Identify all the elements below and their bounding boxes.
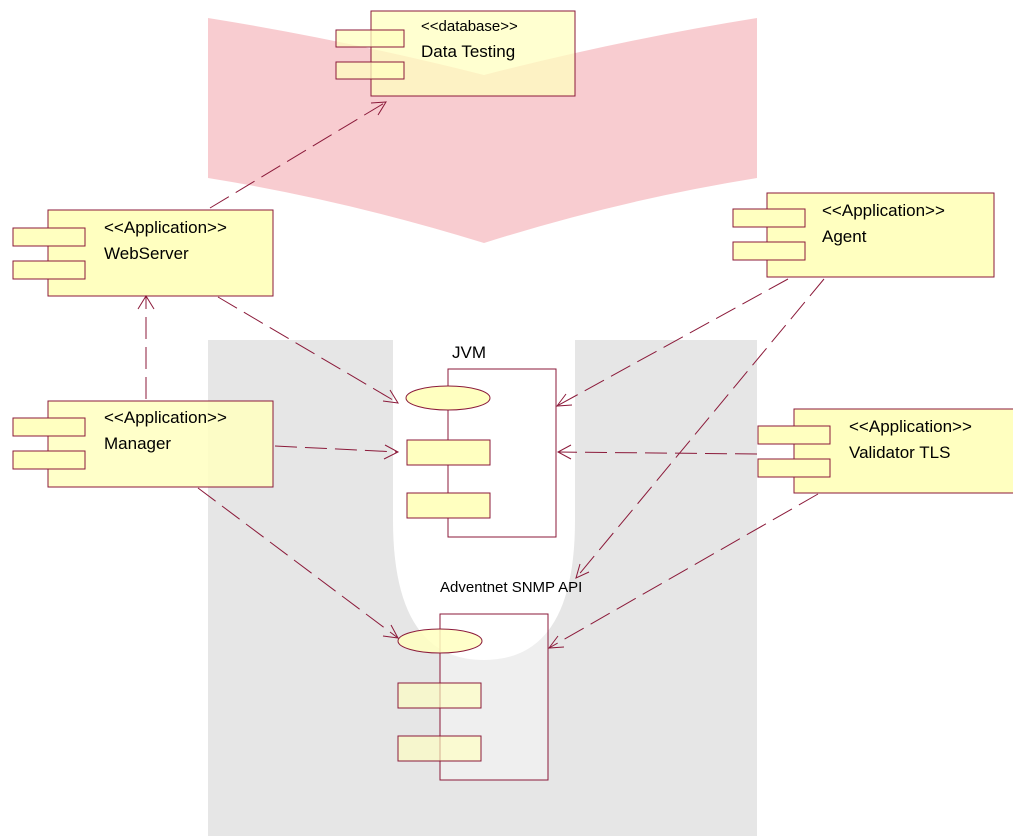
component-port-bottom [335, 61, 405, 80]
interface-ellipse [397, 628, 483, 654]
component-port-top [757, 425, 831, 445]
interface-ellipse [405, 385, 491, 411]
validator-name: Validator TLS [849, 443, 950, 462]
agent-component[interactable]: <<Application>> Agent [732, 192, 995, 278]
arrowhead [137, 295, 155, 310]
database-stereotype: <<database>> [421, 18, 518, 35]
component-port-bottom [12, 450, 86, 470]
webserver-component[interactable]: <<Application>> WebServer [12, 209, 274, 297]
watermark-u-shape [208, 340, 757, 836]
jvm-label: JVM [452, 343, 486, 362]
arrowhead [556, 444, 572, 460]
manager-component[interactable]: <<Application>> Manager [12, 400, 274, 488]
package-port-bottom [406, 492, 491, 519]
component-port-bottom [757, 458, 831, 478]
database-component[interactable]: <<database>> Data Testing [335, 10, 576, 97]
snmp-package[interactable]: Adventnet SNMP API [397, 579, 582, 781]
component-body [766, 192, 995, 278]
arrowhead [382, 624, 399, 639]
arrow-webserver-to-jvm [217, 296, 399, 404]
agent-name: Agent [822, 227, 867, 246]
package-port-top [406, 439, 491, 466]
arrowhead [547, 635, 565, 649]
component-port-bottom [732, 241, 806, 261]
arrowhead [370, 101, 387, 116]
agent-stereotype: <<Application>> [822, 201, 945, 220]
arrow-manager-to-jvm [274, 445, 399, 453]
component-port-top [12, 227, 86, 247]
arrowhead [382, 389, 399, 404]
validator-stereotype: <<Application>> [849, 417, 972, 436]
component-body [793, 408, 1013, 494]
validator-component[interactable]: <<Application>> Validator TLS [757, 408, 1013, 494]
arrow-agent-to-snmp [575, 278, 825, 579]
webserver-stereotype: <<Application>> [104, 218, 227, 237]
arrow-agent-to-jvm [556, 278, 789, 407]
component-body [47, 400, 274, 488]
arrow-validator-to-jvm [557, 451, 758, 455]
webserver-name: WebServer [104, 244, 189, 263]
component-body [47, 209, 274, 297]
arrowhead [575, 563, 590, 579]
dependency-arrows [137, 101, 825, 649]
manager-name: Manager [104, 434, 171, 453]
snmp-label: Adventnet SNMP API [440, 579, 582, 596]
package-port-top [397, 682, 482, 709]
package-port-bottom [397, 735, 482, 762]
arrowhead [383, 444, 400, 460]
component-port-top [732, 208, 806, 228]
manager-stereotype: <<Application>> [104, 408, 227, 427]
arrow-webserver-to-database [209, 101, 387, 209]
arrow-validator-to-snmp [548, 493, 819, 649]
component-port-bottom [12, 260, 86, 280]
arrowhead [555, 393, 573, 407]
arrow-manager-to-snmp [197, 487, 399, 639]
jvm-package[interactable]: JVM [405, 343, 557, 538]
component-port-top [12, 417, 86, 437]
database-name: Data Testing [421, 42, 515, 61]
component-body [370, 10, 576, 97]
component-port-top [335, 29, 405, 48]
